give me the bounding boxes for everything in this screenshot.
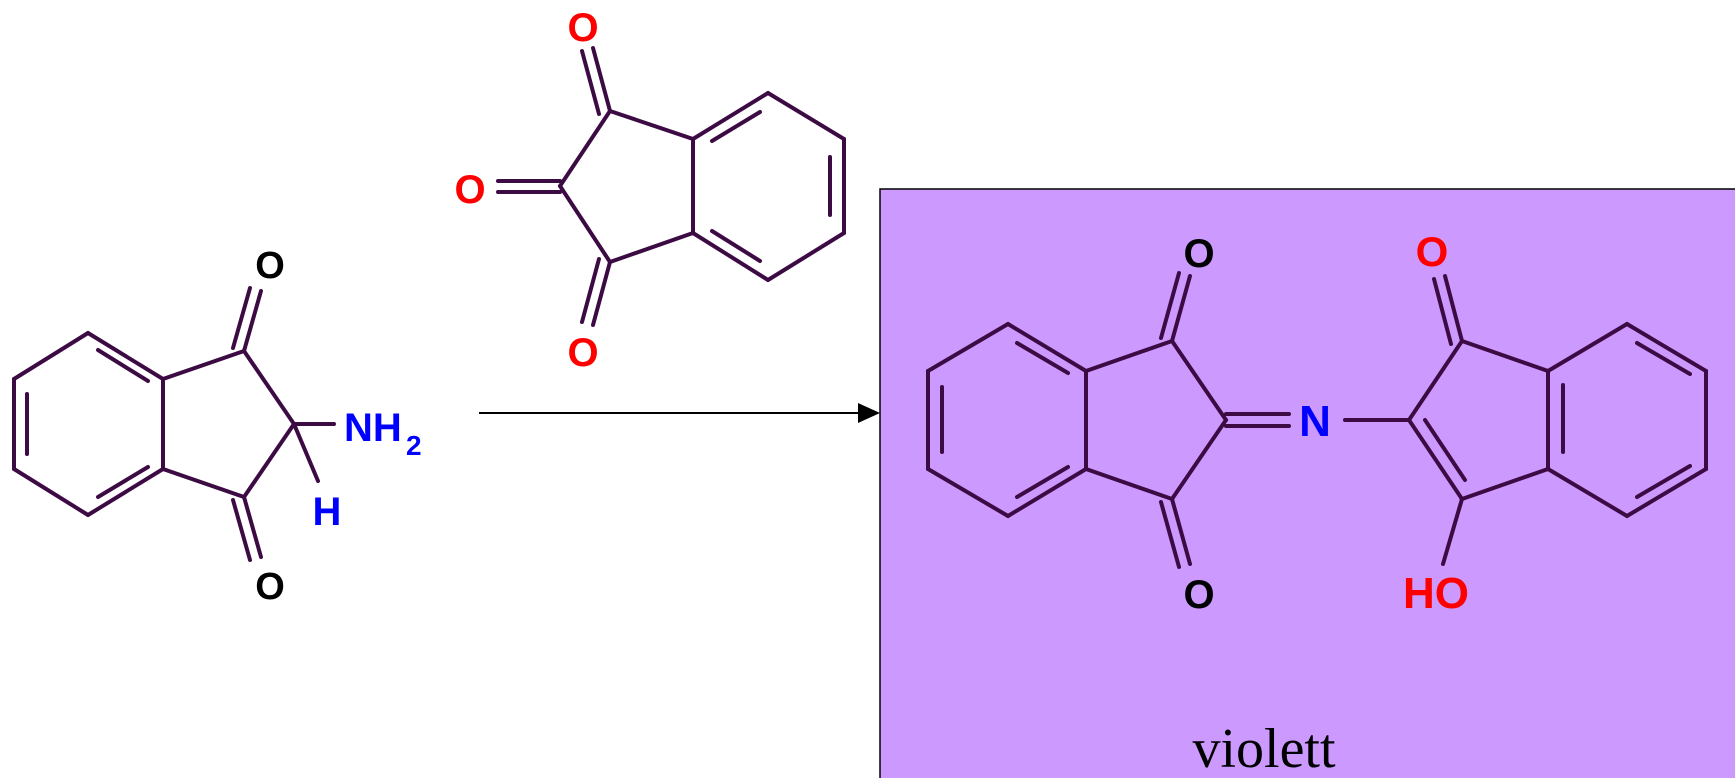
product-o-left-bottom: O (1183, 573, 1214, 617)
aminoindandione-o-top: O (255, 245, 285, 287)
indanetrione-o-top: O (567, 6, 598, 50)
aminoindandione-o-bottom: O (255, 566, 285, 608)
product-o-right-top: O (1416, 228, 1449, 275)
product-ho-label: HO (1403, 569, 1469, 618)
product-molecule (926, 271, 1708, 569)
indanetrione-molecule (496, 46, 846, 327)
indanetrione-o-bottom: O (567, 331, 598, 375)
reaction-arrow (479, 403, 880, 423)
product-n-label: N (1299, 397, 1331, 446)
amino-indandione-molecule (12, 286, 336, 562)
indanetrione-o-middle: O (454, 168, 485, 212)
aminoindandione-nh-label: NH (344, 406, 402, 450)
aminoindandione-h-label: H (313, 490, 342, 534)
aminoindandione-nh-subscript: 2 (406, 430, 422, 461)
product-caption: violett (1192, 718, 1336, 778)
product-o-left-top: O (1183, 232, 1214, 276)
product-box (879, 188, 1735, 783)
